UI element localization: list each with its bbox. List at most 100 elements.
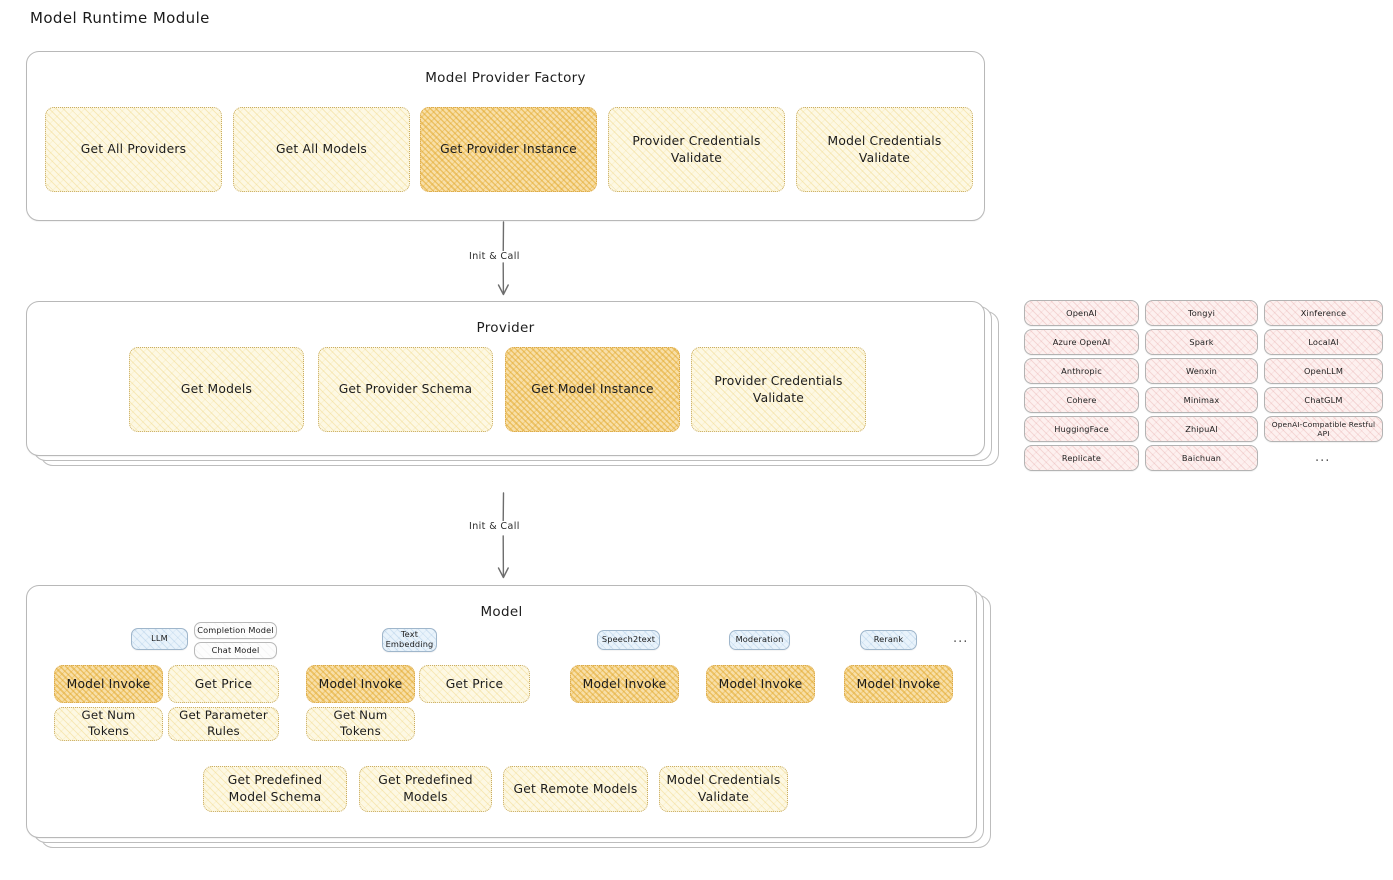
chip-label: Get Predefined Models (378, 773, 473, 804)
chip-label: Get Price (445, 676, 504, 691)
chip-label: Model Invoke (318, 676, 403, 691)
model-subtype-badge-chat-model[interactable]: Chat Model (194, 642, 277, 659)
llm-method-get-num-tokens[interactable]: Get Num Tokens (54, 707, 163, 741)
provider-pill-tongyi[interactable]: Tongyi (1145, 300, 1258, 326)
provider-method-get-provider-schema[interactable]: Get Provider Schema (318, 347, 493, 432)
model-type-badge-text-embedding[interactable]: Text Embedding (382, 628, 437, 652)
factory-method-get-provider-instance[interactable]: Get Provider Instance (420, 107, 597, 192)
moderation-method-model-invoke[interactable]: Model Invoke (706, 665, 815, 703)
pill-label: Wenxin (1185, 366, 1218, 376)
pill-label: OpenLLM (1303, 366, 1344, 376)
chip-label: Model Invoke (66, 676, 151, 691)
pill-label: ChatGLM (1304, 395, 1343, 405)
provider-pill-baichuan[interactable]: Baichuan (1145, 445, 1258, 471)
provider-method-get-models[interactable]: Get Models (129, 347, 304, 432)
pill-label: Replicate (1061, 453, 1102, 463)
badge-label: Moderation (735, 634, 784, 645)
llm-method-get-parameter-rules[interactable]: Get Parameter Rules (168, 707, 279, 741)
pill-label: Minimax (1183, 395, 1220, 405)
provider-pill-azure-openai[interactable]: Azure OpenAI (1024, 329, 1139, 355)
factory-method-get-all-providers[interactable]: Get All Providers (45, 107, 222, 192)
chip-label: Get Parameter Rules (179, 708, 268, 738)
model-types-more: ... (953, 631, 969, 646)
arrow-down-icon (497, 492, 509, 579)
pill-label: OpenAI-Compatible Restful API (1271, 420, 1376, 438)
provider-pill-wenxin[interactable]: Wenxin (1145, 358, 1258, 384)
model-method-get-predefined-models[interactable]: Get Predefined Models (359, 766, 492, 812)
text-embedding-method-get-num-tokens[interactable]: Get Num Tokens (306, 707, 415, 741)
pill-label: LocalAI (1308, 337, 1339, 347)
badge-label: LLM (151, 633, 168, 644)
model-method-get-predefined-model-schema[interactable]: Get Predefined Model Schema (203, 766, 347, 812)
model-type-badge-rerank[interactable]: Rerank (860, 630, 917, 650)
model-title: Model (480, 604, 523, 620)
pill-label: Anthropic (1061, 366, 1102, 376)
provider-pill-cohere[interactable]: Cohere (1024, 387, 1139, 413)
model-subtype-badge-completion-model[interactable]: Completion Model (194, 622, 277, 639)
provider-pill-spark[interactable]: Spark (1145, 329, 1258, 355)
pill-label: Xinference (1300, 308, 1347, 318)
provider-method-provider-credentials-validate[interactable]: Provider Credentials Validate (691, 347, 866, 432)
provider-pill-huggingface[interactable]: HuggingFace (1024, 416, 1139, 442)
text-embedding-method-get-price[interactable]: Get Price (419, 665, 530, 703)
provider-method-get-model-instance[interactable]: Get Model Instance (505, 347, 680, 432)
connector-provider-to-model: Init & Call (466, 492, 548, 585)
chip-label: Get Remote Models (513, 781, 638, 796)
speech2text-method-model-invoke[interactable]: Model Invoke (570, 665, 679, 703)
pill-label: Cohere (1066, 395, 1097, 405)
model-type-badge-moderation[interactable]: Moderation (729, 630, 790, 650)
factory-method-model-credentials-validate[interactable]: Model Credentials Validate (796, 107, 973, 192)
factory-method-get-all-models[interactable]: Get All Models (233, 107, 410, 192)
model-panel: Model LLM Completion Model Chat Model Mo… (26, 585, 977, 838)
provider-title: Provider (476, 320, 535, 336)
chip-label: Provider Credentials Validate (714, 373, 843, 405)
chip-label: Get Provider Schema (338, 382, 473, 397)
provider-list-more: ... (1315, 450, 1331, 465)
connector-label: Init & Call (466, 521, 523, 532)
provider-pill-anthropic[interactable]: Anthropic (1024, 358, 1139, 384)
pill-label: Spark (1189, 337, 1214, 347)
provider-pill-chatglm[interactable]: ChatGLM (1264, 387, 1383, 413)
chip-label: Model Invoke (718, 676, 803, 691)
llm-method-model-invoke[interactable]: Model Invoke (54, 665, 163, 703)
text-embedding-method-model-invoke[interactable]: Model Invoke (306, 665, 415, 703)
chip-label: Get Price (194, 676, 253, 691)
chip-label: Model Invoke (582, 676, 667, 691)
model-method-get-remote-models[interactable]: Get Remote Models (503, 766, 648, 812)
chip-label: Get Num Tokens (81, 708, 136, 738)
model-type-badge-llm[interactable]: LLM (131, 628, 188, 650)
chip-label: Get Models (180, 382, 253, 397)
provider-pill-openllm[interactable]: OpenLLM (1264, 358, 1383, 384)
model-method-model-credentials-validate[interactable]: Model Credentials Validate (659, 766, 788, 812)
chip-label: Get Predefined Model Schema (227, 773, 323, 804)
pill-label: HuggingFace (1054, 424, 1109, 434)
chip-label: Get All Providers (80, 142, 187, 157)
provider-pill-xinference[interactable]: Xinference (1264, 300, 1383, 326)
chip-label: Model Invoke (856, 676, 941, 691)
model-provider-factory-panel: Model Provider Factory Get All Providers… (26, 51, 985, 221)
model-provider-factory-title: Model Provider Factory (425, 70, 586, 86)
rerank-method-model-invoke[interactable]: Model Invoke (844, 665, 953, 703)
chip-label: Get Model Instance (531, 382, 654, 397)
connector-label: Init & Call (466, 251, 523, 262)
chip-label: Get All Models (275, 142, 368, 157)
llm-method-get-price[interactable]: Get Price (168, 665, 279, 703)
provider-pill-replicate[interactable]: Replicate (1024, 445, 1139, 471)
factory-method-provider-credentials-validate[interactable]: Provider Credentials Validate (608, 107, 785, 192)
provider-pill-openai-compatible-restful-api[interactable]: OpenAI-Compatible Restful API (1264, 416, 1383, 442)
chip-label: Get Provider Instance (440, 142, 577, 157)
provider-list: OpenAI Azure OpenAI Anthropic Cohere Hug… (1024, 300, 1384, 480)
pill-label: Tongyi (1187, 308, 1216, 318)
chip-label: Model Credentials Validate (827, 133, 942, 165)
page-title: Model Runtime Module (30, 9, 210, 27)
provider-pill-minimax[interactable]: Minimax (1145, 387, 1258, 413)
connector-factory-to-provider: Init & Call (466, 221, 548, 301)
model-type-badge-speech2text[interactable]: Speech2text (597, 630, 660, 650)
provider-pill-openai[interactable]: OpenAI (1024, 300, 1139, 326)
provider-pill-localai[interactable]: LocalAI (1264, 329, 1383, 355)
pill-label: Azure OpenAI (1052, 337, 1111, 347)
provider-pill-zhipuai[interactable]: ZhipuAI (1145, 416, 1258, 442)
chip-label: Model Credentials Validate (666, 773, 781, 804)
badge-label: Chat Model (211, 644, 260, 655)
pill-label: OpenAI (1066, 308, 1097, 318)
